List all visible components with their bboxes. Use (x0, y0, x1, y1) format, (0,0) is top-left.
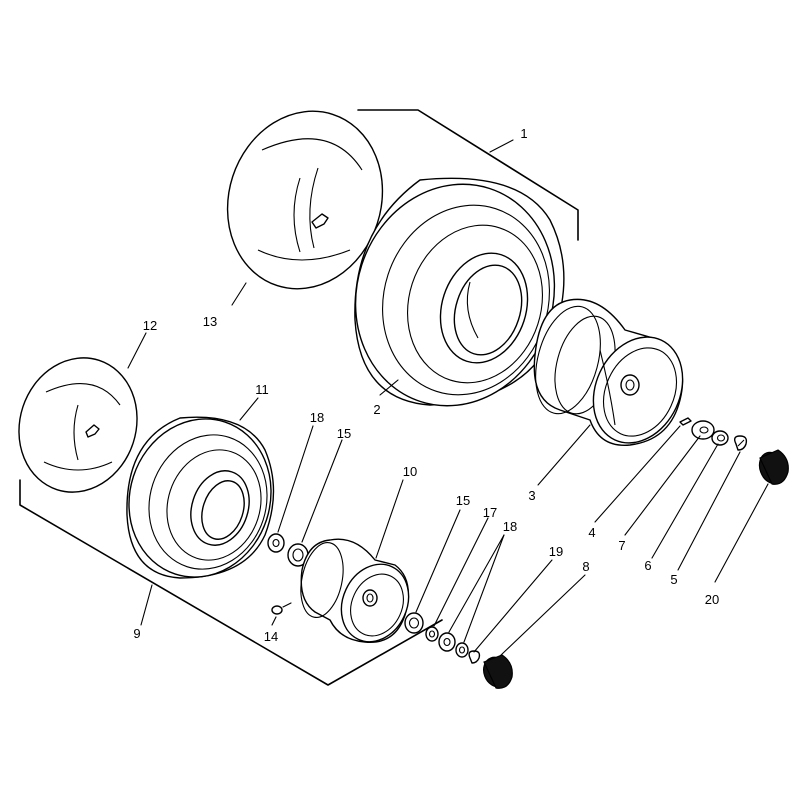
bracket-assembly-9 (19, 479, 443, 686)
callout-4: 4 (588, 525, 595, 540)
callout-5: 5 (670, 572, 677, 587)
washer-18-left (267, 533, 285, 553)
retaining-ring-19 (468, 650, 481, 664)
key-4 (679, 417, 692, 426)
tire-2 (354, 177, 565, 407)
inner-tube-13 (226, 110, 384, 290)
callout-6: 6 (644, 558, 651, 573)
callout-10: 10 (403, 464, 417, 479)
callout-17: 17 (483, 505, 497, 520)
washer-7 (691, 420, 715, 440)
bearing-15-right (404, 612, 424, 634)
callout-8: 8 (582, 559, 589, 574)
callout-15-right: 15 (456, 493, 470, 508)
valve-stem-14 (271, 602, 292, 615)
washer-17 (425, 626, 439, 642)
callout-11: 11 (255, 382, 269, 397)
wheel-rim-3 (533, 298, 684, 446)
callout-2: 2 (373, 402, 380, 417)
hub-cap-8 (483, 654, 513, 689)
hub-cap-20 (758, 449, 789, 485)
wheel-rim-10 (300, 538, 410, 643)
bracket-assembly-1 (357, 109, 579, 241)
washer-6 (711, 430, 729, 446)
callout-18-right: 18 (503, 519, 517, 534)
callout-18-left: 18 (310, 410, 324, 425)
callout-12: 12 (143, 318, 157, 333)
callout-13: 13 (203, 314, 217, 329)
tire-11 (126, 416, 275, 579)
callout-3: 3 (528, 488, 535, 503)
callout-9: 9 (133, 626, 140, 641)
washer-18-right (438, 632, 456, 652)
callout-20: 20 (705, 592, 719, 607)
retaining-ring-5 (733, 435, 748, 451)
inner-tube-12 (18, 357, 138, 493)
washer-18-extra (455, 642, 469, 658)
leader-lines (127, 139, 769, 657)
callout-15-left: 15 (337, 426, 351, 441)
callout-14: 14 (264, 629, 278, 644)
callout-1: 1 (520, 126, 527, 141)
callout-7: 7 (618, 538, 625, 553)
callout-19: 19 (549, 544, 563, 559)
